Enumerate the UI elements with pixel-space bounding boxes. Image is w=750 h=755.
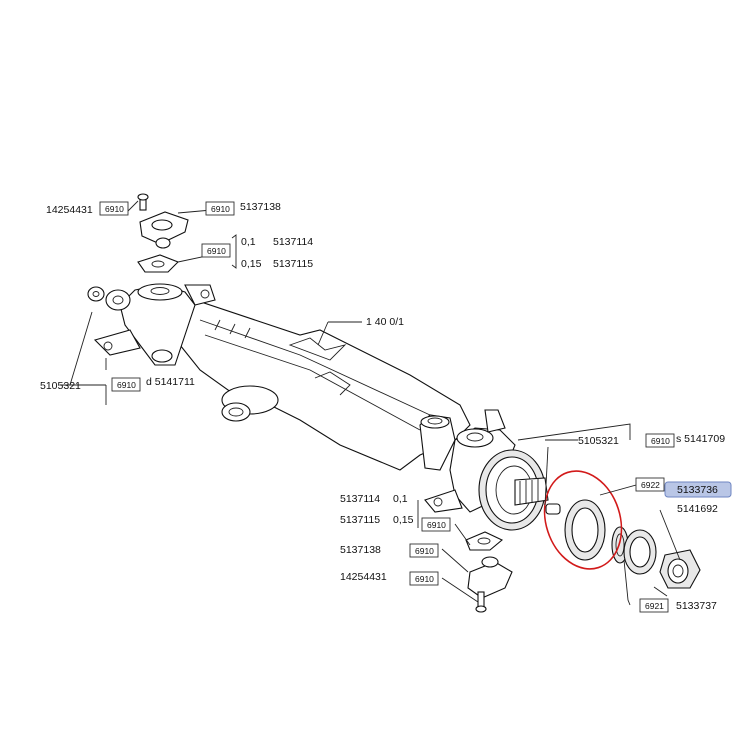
label-5133737: 5133737 — [676, 600, 717, 612]
left-steering-knuckle — [87, 283, 216, 366]
label-14254431-bot: 14254431 — [340, 571, 387, 583]
ref-box-10: 6921 — [645, 601, 664, 611]
axle-beam — [174, 299, 471, 471]
label-0-15-top: 0,15 — [241, 258, 262, 270]
label-14254431-top: 14254431 — [46, 204, 93, 216]
right-steering-knuckle — [424, 409, 561, 531]
ref-box-9: 6910 — [415, 574, 434, 584]
label-0-1-bot: 0,1 — [393, 493, 408, 505]
label-5141709: s 5141709 — [676, 433, 725, 445]
label-5105321-left: 5105321 — [40, 380, 81, 392]
bottom-kingpin-parts — [465, 531, 513, 613]
part-labels: 14254431 5137138 0,1 5137114 0,15 513711… — [40, 201, 732, 612]
ref-box-6: 6922 — [641, 480, 660, 490]
ref-box-5: 6910 — [651, 436, 670, 446]
label-5141692: 5141692 — [677, 503, 718, 515]
label-5137138-bot: 5137138 — [340, 544, 381, 556]
ref-box-4: 6910 — [117, 380, 136, 390]
ref-box-3: 6910 — [207, 246, 226, 256]
label-5141711: d 5141711 — [146, 376, 195, 388]
wheel-bearing-set — [564, 499, 701, 589]
highlight-circle — [543, 470, 623, 570]
label-140: 1 40 0/1 — [366, 316, 404, 328]
label-0-1-top: 0,1 — [241, 236, 256, 248]
label-5137115-top: 5137115 — [273, 258, 313, 270]
ref-box-8: 6910 — [415, 546, 434, 556]
label-5137115-bot: 5137115 — [340, 514, 380, 526]
ref-box-7: 6910 — [427, 520, 446, 530]
ref-box-2: 6910 — [211, 204, 230, 214]
reference-boxes: 6910 6910 6910 6910 6910 6922 6910 6910 … — [99, 201, 675, 613]
label-5105321-right: 5105321 — [578, 435, 619, 447]
label-5137138-top: 5137138 — [240, 201, 281, 213]
highlight-badge — [664, 481, 732, 498]
top-kingpin-parts — [137, 193, 189, 273]
ref-box-1: 6910 — [105, 204, 124, 214]
label-0-15-bot: 0,15 — [393, 514, 414, 526]
label-5133736: 5133736 — [677, 484, 718, 496]
label-5137114-bot: 5137114 — [340, 493, 380, 505]
label-5137114-top: 5137114 — [273, 236, 313, 248]
